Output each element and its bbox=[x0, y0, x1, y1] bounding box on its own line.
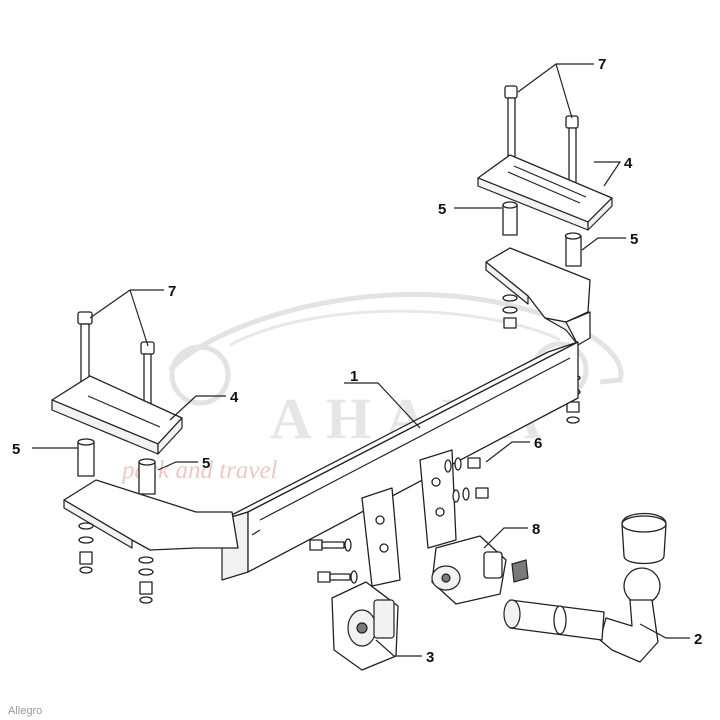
callout-7-right: 7 bbox=[598, 56, 606, 73]
left-mount-assembly bbox=[51, 311, 239, 604]
right-hardware-stack-a bbox=[502, 294, 518, 329]
plate-part-4-left bbox=[51, 375, 183, 455]
bolt-part-6-b bbox=[317, 570, 358, 584]
leader-lines bbox=[32, 63, 690, 657]
left-side-bracket bbox=[63, 479, 239, 551]
right-side-bracket bbox=[485, 247, 591, 346]
callout-5-left-a: 5 bbox=[12, 441, 20, 458]
callout-5-right-b: 5 bbox=[630, 231, 638, 248]
callout-3: 3 bbox=[426, 649, 434, 666]
socket-plate-part-3 bbox=[331, 581, 399, 671]
tow-ball-part-2 bbox=[503, 512, 667, 663]
callout-2: 2 bbox=[694, 631, 702, 648]
spacer-part-5-right-a bbox=[502, 201, 518, 236]
left-hardware-stack-b bbox=[138, 556, 154, 604]
left-hardware-stack-a bbox=[78, 522, 94, 574]
bolt-part-7-right-b bbox=[565, 115, 579, 209]
callout-4-left: 4 bbox=[230, 389, 239, 406]
bolt-part-6-d bbox=[452, 487, 489, 503]
callout-5-left-b: 5 bbox=[202, 455, 210, 472]
bolt-part-6-a bbox=[309, 538, 352, 552]
center-mount-ears bbox=[361, 449, 457, 587]
watermark-car-wheel bbox=[169, 344, 231, 406]
watermark-car-roof bbox=[229, 309, 561, 347]
bolt-part-7-right-a bbox=[504, 85, 518, 177]
callout-1: 1 bbox=[350, 368, 358, 385]
main-crossbeam-part-1 bbox=[221, 341, 579, 581]
callout-4-right: 4 bbox=[624, 155, 633, 172]
callout-7-left: 7 bbox=[168, 283, 176, 300]
coupling-head-part-8 bbox=[431, 535, 529, 605]
bolt-part-6-c bbox=[444, 457, 481, 473]
callout-6: 6 bbox=[534, 435, 542, 452]
callouts: 1 2 3 4 4 5 5 5 5 6 7 7 8 bbox=[12, 56, 702, 666]
spacer-part-5-right-b bbox=[564, 232, 582, 267]
right-mount-assembly bbox=[477, 85, 613, 424]
callout-8: 8 bbox=[532, 521, 540, 538]
callout-5-right-a: 5 bbox=[438, 201, 446, 218]
plate-part-4-right bbox=[477, 154, 613, 231]
bolt-set-part-6 bbox=[309, 457, 489, 584]
spacer-part-5-left-b bbox=[138, 458, 156, 495]
spacer-part-5-left-a bbox=[77, 438, 95, 477]
source-mark: Allegro bbox=[8, 705, 42, 717]
watermark-car-outline bbox=[168, 291, 624, 385]
